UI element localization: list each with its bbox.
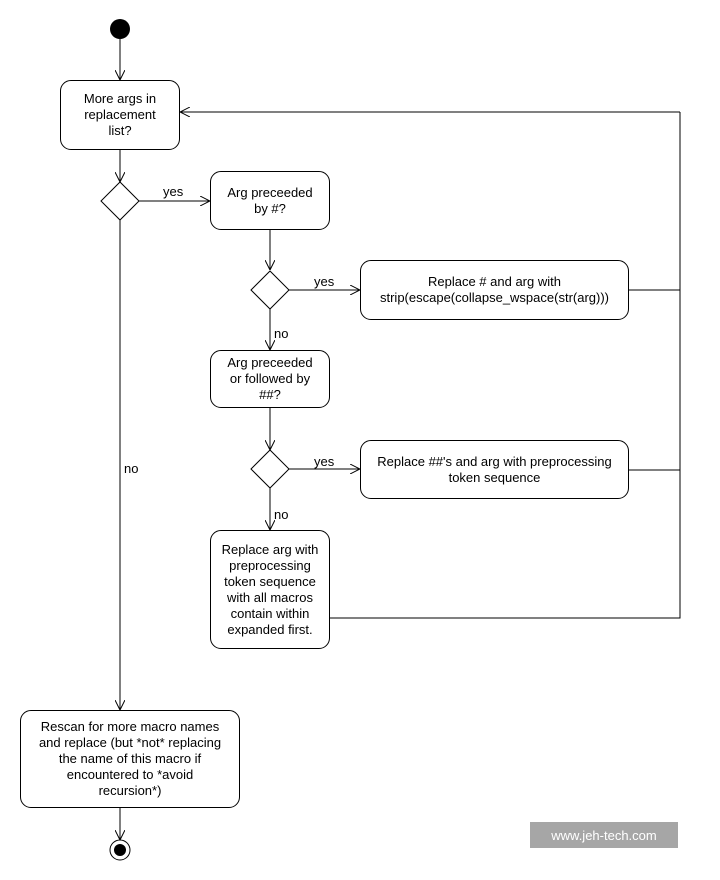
start-node — [110, 19, 130, 39]
node-replace-arg: Replace arg with preprocessing token seq… — [210, 530, 330, 649]
label-decision-1-no: no — [124, 461, 139, 476]
node-more-args: More args in replacement list? — [60, 80, 180, 150]
node-arg-preceeded-or-followed-by-hashhash: Arg preceeded or followed by ##? — [210, 350, 330, 408]
decision-diamond-1 — [100, 181, 140, 221]
node-replace-hashhash: Replace ##'s and arg with preprocessing … — [360, 440, 629, 499]
label-decision-1-yes: yes — [163, 184, 184, 199]
end-node-inner — [114, 844, 126, 856]
decision-diamond-3 — [250, 449, 290, 489]
label-decision-3-yes: yes — [314, 454, 335, 469]
edge-replace-arg-loop — [329, 112, 681, 619]
node-arg-preceeded-by-hash: Arg preceeded by #? — [210, 171, 330, 230]
decision-diamond-2 — [250, 270, 290, 310]
node-rescan: Rescan for more macro names and replace … — [20, 710, 240, 808]
label-decision-2-yes: yes — [314, 274, 335, 289]
label-decision-2-no: no — [274, 326, 289, 341]
watermark: www.jeh-tech.com — [530, 822, 678, 848]
node-replace-hash: Replace # and arg with strip(escape(coll… — [360, 260, 629, 320]
label-decision-3-no: no — [274, 507, 289, 522]
